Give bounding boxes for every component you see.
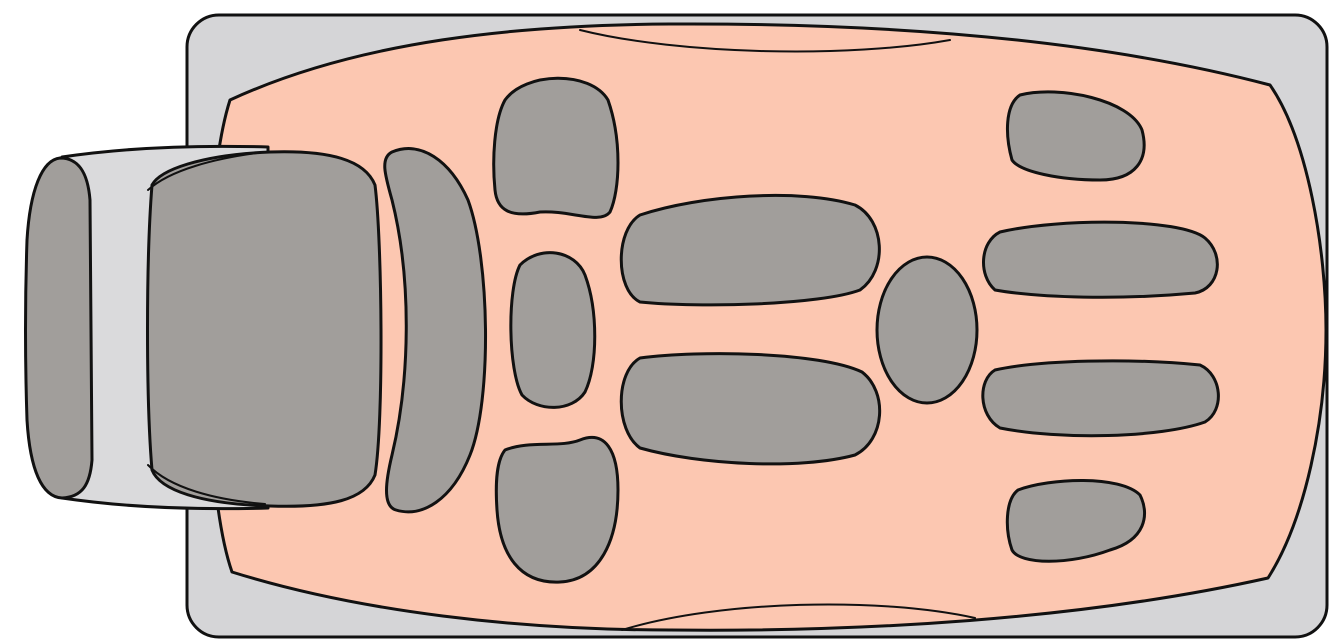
upper-arm-pad-top [494, 78, 618, 217]
leg-pad-top [984, 222, 1218, 297]
leg-pad-bottom [983, 361, 1219, 436]
head-pad [148, 152, 382, 507]
torso-pad-bottom [621, 354, 879, 464]
pelvis-pad [877, 257, 977, 403]
chest-pad [511, 253, 595, 408]
torso-pad-top [621, 195, 879, 304]
upper-arm-pad-bottom [496, 437, 618, 582]
headrest-end-pad [26, 158, 93, 498]
